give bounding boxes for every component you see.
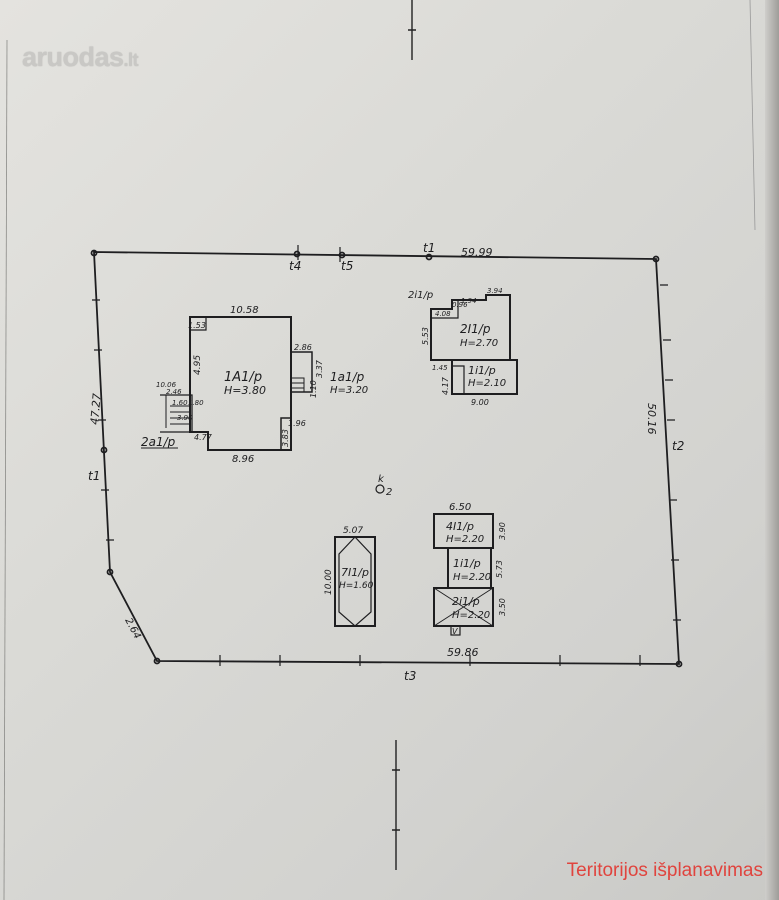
shed-ne2-label: 1i1/p [468, 364, 496, 377]
corner-label-t4: t4 [289, 259, 301, 273]
corner-label-t5: t5 [341, 259, 353, 273]
building-house [160, 316, 313, 451]
shed-se3-label: 2i1/p [452, 595, 480, 608]
shed-se2-label: 1i1/p [453, 557, 481, 570]
watermark-brand: aruodas [22, 42, 124, 72]
garage-dim-length: 10.00 [324, 569, 334, 595]
house-dim-337: 3.37 [315, 359, 324, 378]
shed-ne-dim-096: 0.96 [452, 301, 468, 309]
house-dim-153: 1.53 [188, 321, 206, 330]
paper-marks [3, 0, 756, 900]
shed-se3-dim-350: 3.50 [498, 598, 507, 616]
building-shed-ne [430, 294, 518, 395]
porch-dim-160: 1.60 [172, 399, 188, 407]
shed-ne-labels: 2i1/p 4.08 0.96 1.94 3.94 5.53 2I1/p H=2… [408, 287, 506, 407]
garage-height: H=1.60 [339, 581, 374, 591]
shed-ne-height: H=2.70 [460, 338, 498, 349]
shed-ne-dim-194: 1.94 [461, 297, 477, 305]
house-height: H=3.80 [224, 384, 266, 397]
caption-text: Teritorijos išplanavimas [566, 860, 763, 881]
shed-se-labels: 6.50 3.90 4I1/p H=2.20 5.73 1i1/p H=2.20… [446, 502, 507, 636]
shed-se1-dim-390: 3.90 [498, 522, 507, 540]
dim-left: 47.27 [88, 393, 104, 426]
porch-dim-180: 1.80 [188, 399, 204, 407]
house-dim-286: 2.86 [294, 343, 312, 352]
dim-corner: 2.64 [122, 616, 142, 641]
garage-label: 7I1/p [341, 566, 369, 579]
dim-top: 59.99 [461, 246, 493, 259]
house-dim-477: 4.77 [194, 433, 213, 442]
parcel-labels: t1 t2 t3 t4 t5 t1 59.99 50.16 59.86 47.2… [88, 241, 684, 683]
shed-ne-dim-394: 3.94 [487, 287, 503, 295]
shed-ne2-dim-145: 1.45 [432, 364, 448, 372]
dim-right: 50.16 [645, 403, 658, 435]
shed-se1-height: H=2.20 [446, 534, 484, 545]
shed-se1-dim-650: 6.50 [449, 502, 471, 513]
house-dim-top: 10.58 [230, 305, 259, 316]
shed-se1-label: 4I1/p [446, 520, 474, 533]
corner-label-t1-top: t1 [423, 241, 435, 255]
house-labels: 10.58 1.53 4.95 2.86 3.37 1.10 1.96 3.83… [141, 305, 368, 465]
watermark-tld: .lt [123, 50, 139, 70]
shed-ne2-dim-900: 9.00 [471, 398, 489, 407]
porch-dim-390: 3.90 [177, 414, 193, 422]
house-dim-110: 1.10 [309, 380, 318, 398]
marker-letter: k [378, 474, 385, 485]
shed-ne-dim-408: 4.08 [435, 310, 451, 318]
building-garage [334, 536, 376, 627]
dim-bottom: 59.86 [447, 646, 479, 659]
porch-dim-1006: 10.06 [156, 381, 177, 389]
building-shed-se [433, 513, 494, 636]
corner-label-t2: t2 [672, 439, 684, 453]
shed-ne-tag: 2i1/p [408, 290, 433, 301]
shed-se3-height: H=2.20 [452, 610, 490, 621]
house-dim-495: 4.95 [193, 355, 203, 375]
shed-ne-label: 2I1/p [460, 322, 491, 336]
annex-label: 1a1/p [330, 370, 365, 384]
shed-se3-tag: V [452, 627, 458, 636]
house-label: 1A1/p [224, 370, 262, 385]
garage-dim-width: 5.07 [343, 526, 363, 536]
parcel-boundary [90, 245, 683, 668]
porch-dim-246: 2.46 [166, 388, 182, 396]
corner-label-t3: t3 [404, 669, 416, 683]
shed-se2-dim-573: 5.73 [495, 560, 504, 578]
house-dim-bottom: 8.96 [232, 454, 254, 465]
paper-edge [765, 0, 779, 900]
shed-ne2-dim-417: 4.17 [441, 376, 450, 395]
shed-ne2-height: H=2.10 [468, 378, 506, 389]
garage-labels: 5.07 10.00 7I1/p H=1.60 [324, 526, 374, 595]
house-dim-383: 3.83 [281, 429, 290, 447]
shed-ne-dim-553: 5.53 [421, 327, 430, 345]
house-dim-196: 1.96 [288, 419, 306, 428]
annex-height: H=3.20 [330, 385, 368, 396]
marker-number: 2 [386, 487, 392, 498]
corner-label-t1-left: t1 [88, 469, 100, 483]
survey-marker: k 2 [375, 474, 392, 498]
shed-se2-height: H=2.20 [453, 572, 491, 583]
watermark-logo: aruodas.lt [22, 42, 139, 73]
porch-label: 2a1/p [141, 435, 176, 449]
